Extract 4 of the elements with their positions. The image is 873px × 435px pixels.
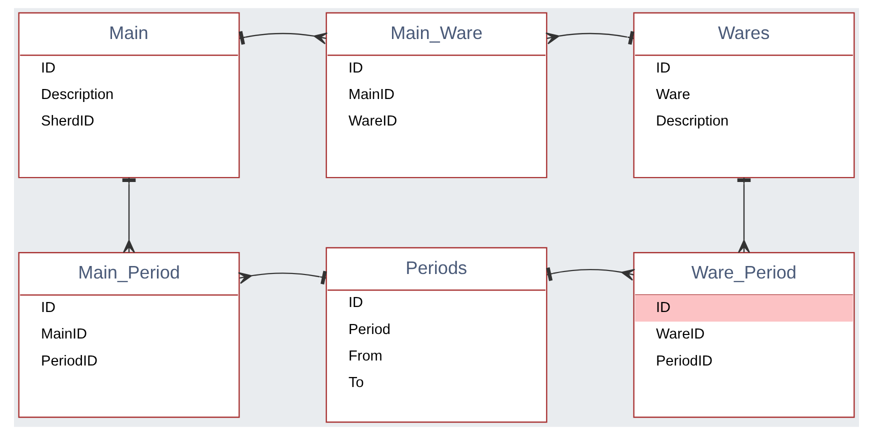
connector bbox=[238, 270, 327, 284]
connector bbox=[546, 267, 636, 282]
connector bbox=[238, 30, 328, 45]
connector bbox=[545, 31, 634, 45]
